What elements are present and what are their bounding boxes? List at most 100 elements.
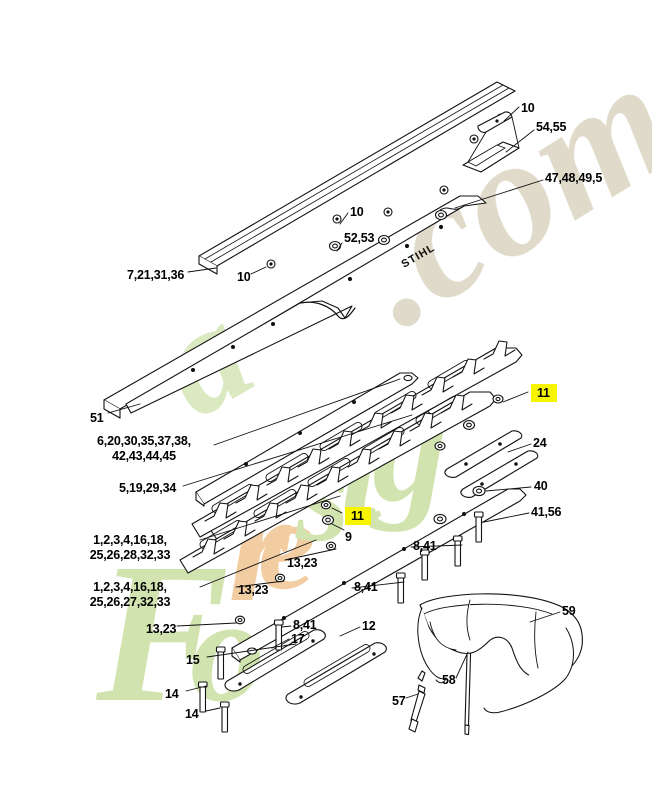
callout-line: 6,20,30,35,37,38, bbox=[97, 434, 191, 448]
part-sub-rail-upper bbox=[195, 372, 419, 507]
bolt-8-41-b bbox=[419, 549, 430, 581]
washer-40-a bbox=[472, 485, 486, 497]
callout-label-l-14-a: 14 bbox=[165, 687, 179, 702]
callout-label-l-5-19-29-34: 5,19,29,34 bbox=[119, 481, 176, 496]
bolt-8-41-a bbox=[452, 535, 463, 567]
callout-label-l-1-2-3-b: 1,2,3,4,16,18,25,26,27,32,33 bbox=[90, 580, 171, 611]
part-guide-plate-17 bbox=[224, 629, 326, 692]
callout-label-l-8-41-a: 8,41 bbox=[413, 539, 437, 554]
callout-line: 13,23 bbox=[287, 556, 318, 570]
callout-label-l-15: 15 bbox=[186, 653, 200, 668]
part-cutter-blade-upper bbox=[191, 340, 523, 538]
callout-line: 17 bbox=[291, 632, 305, 646]
nut-10-e bbox=[469, 134, 479, 144]
part-guide-plate-12 bbox=[285, 642, 387, 705]
callout-line: 8,41 bbox=[354, 580, 378, 594]
callout-line: 25,26,28,32,33 bbox=[89, 548, 171, 563]
callout-line: 40 bbox=[534, 479, 548, 493]
callout-label-l-13-23-b: 13,23 bbox=[238, 583, 268, 598]
hardware-bolts bbox=[197, 511, 484, 733]
callout-label-l-47-48-49-50: 47,48,49,5 bbox=[545, 171, 602, 186]
highlighted-callout[interactable]: 11 bbox=[531, 384, 557, 402]
callout-label-l-10-low: 10 bbox=[237, 270, 251, 285]
part-plate-24b bbox=[460, 450, 539, 498]
callout-line: 58 bbox=[442, 673, 456, 687]
highlighted-callout[interactable]: 11 bbox=[345, 507, 371, 525]
nut-13-23-a bbox=[325, 541, 337, 551]
part-mid-deflector bbox=[125, 300, 356, 414]
washer-52-53-c bbox=[434, 209, 448, 221]
callout-label-l-51: 51 bbox=[90, 411, 104, 426]
nut-10-d bbox=[439, 185, 449, 195]
callout-line: 25,26,27,32,33 bbox=[89, 595, 171, 610]
callout-line: 47,48,49,5 bbox=[545, 171, 603, 185]
callout-line: 42,43,44,45 bbox=[112, 449, 176, 464]
callout-line: 13,23 bbox=[146, 622, 177, 636]
callout-label-l-6-20-30-etc: 6,20,30,35,37,38,42,43,44,45 bbox=[97, 434, 191, 465]
part-plate-24 bbox=[444, 430, 523, 478]
nut-13-23-c bbox=[234, 615, 246, 625]
callout-line: 1,2,3,4,16,18, bbox=[93, 533, 167, 547]
hardware-nuts-washers bbox=[234, 113, 506, 625]
callout-line: 10 bbox=[237, 270, 251, 284]
callout-line: 51 bbox=[90, 411, 104, 425]
callout-label-l-8-41-b: 8,41 bbox=[354, 580, 378, 595]
washer-52-53-b bbox=[377, 234, 391, 246]
bolt-14-a bbox=[197, 681, 208, 713]
washer-52-53-a bbox=[328, 240, 342, 252]
callout-label-l-10-top: 10 bbox=[521, 101, 535, 116]
tool-59-safety-glasses bbox=[417, 593, 583, 714]
callout-line: 7,21,31,36 bbox=[127, 268, 185, 282]
bolt-41-56 bbox=[473, 511, 484, 543]
callout-label-l-54-55: 54,55 bbox=[536, 120, 566, 135]
callout-label-l-40: 40 bbox=[534, 479, 548, 494]
washer-9-a bbox=[462, 420, 476, 430]
callout-line: 8,41 bbox=[293, 618, 317, 632]
callout-label-l-13-23-c: 13,23 bbox=[146, 622, 176, 637]
callout-line: 10 bbox=[521, 101, 535, 115]
callout-line: 15 bbox=[186, 653, 200, 667]
tool-57-screwdriver bbox=[408, 670, 426, 733]
callout-label-l-7-21-31-36: 7,21,31,36 bbox=[127, 268, 184, 283]
callout-label-l-24: 24 bbox=[533, 436, 547, 451]
nut-10-b bbox=[332, 214, 342, 224]
bolt-8-41-c bbox=[395, 572, 406, 604]
callout-line: 59 bbox=[562, 604, 576, 618]
callout-label-l-57: 57 bbox=[392, 694, 406, 709]
nut-13-23-b bbox=[274, 573, 286, 583]
leader-lines bbox=[107, 106, 561, 712]
callout-label-l-8-41-c: 8,41 bbox=[293, 618, 317, 633]
callout-line: 14 bbox=[165, 687, 179, 701]
callout-line: 52,53 bbox=[344, 231, 375, 245]
callout-label-l-41-56: 41,56 bbox=[531, 505, 561, 520]
callout-line: 54,55 bbox=[536, 120, 567, 134]
callout-line: 13,23 bbox=[238, 583, 269, 597]
callout-label-l-13-23-a: 13,23 bbox=[287, 556, 317, 571]
callout-label-l-52-53: 52,53 bbox=[344, 231, 374, 246]
callout-line: 24 bbox=[533, 436, 547, 450]
callout-label-l-10-mid: 10 bbox=[350, 205, 364, 220]
washer-40-b bbox=[433, 513, 447, 525]
nut-11-b bbox=[434, 441, 446, 451]
callout-line: 14 bbox=[185, 707, 199, 721]
callout-line: 1,2,3,4,16,18, bbox=[93, 580, 167, 594]
washer-9-b bbox=[321, 515, 335, 525]
callout-line: 8,41 bbox=[413, 539, 437, 553]
callout-label-l-14-b: 14 bbox=[185, 707, 199, 722]
callout-line: 10 bbox=[350, 205, 364, 219]
nut-10-a bbox=[266, 259, 276, 269]
callout-label-l-59: 59 bbox=[562, 604, 576, 619]
callout-label-l-11-b[interactable]: 11 bbox=[345, 507, 371, 525]
nut-10-c bbox=[383, 207, 393, 217]
callout-label-l-1-2-3-a: 1,2,3,4,16,18,25,26,28,32,33 bbox=[90, 533, 171, 564]
callout-label-l-11-a[interactable]: 11 bbox=[531, 384, 557, 402]
callout-line: 9 bbox=[345, 530, 352, 544]
callout-label-l-12: 12 bbox=[362, 619, 376, 634]
callout-label-l-58: 58 bbox=[442, 673, 456, 688]
nut-11-c bbox=[320, 500, 332, 510]
callout-line: 12 bbox=[362, 619, 376, 633]
callout-label-l-9: 9 bbox=[345, 530, 352, 545]
callout-line: 5,19,29,34 bbox=[119, 481, 177, 495]
